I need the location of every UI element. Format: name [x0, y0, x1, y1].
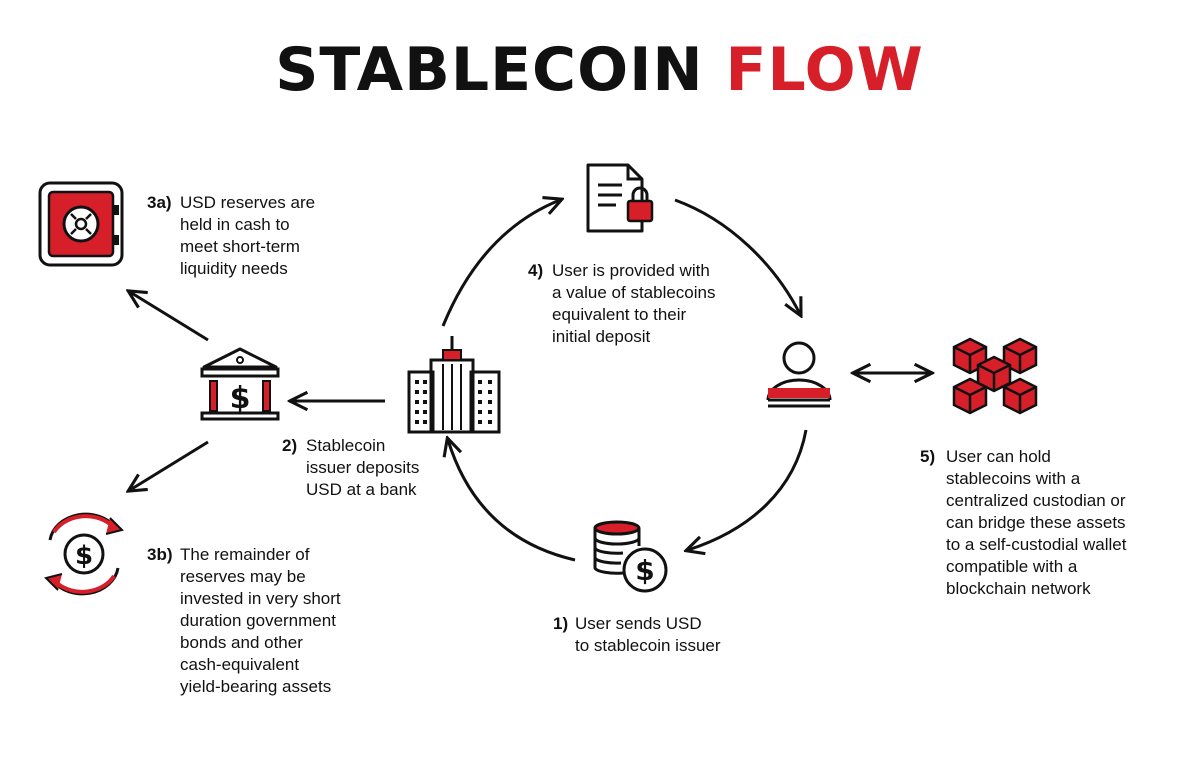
chain-block [952, 377, 988, 415]
step-1-text: User sends USD to stablecoin issuer [575, 614, 721, 655]
arrow-user-to-coins [688, 429, 808, 550]
title-accent: FLOW [725, 35, 924, 105]
arrow-issuer-to-document [441, 200, 560, 327]
issuer-building-icon [407, 336, 501, 434]
cycle-arrows [441, 198, 808, 562]
branch-arrows [130, 292, 930, 490]
step-1: 1) User sends USD to stablecoin issuer [553, 613, 773, 663]
step-2-number: 2) [282, 436, 298, 455]
user-icon [766, 341, 832, 408]
step-5-text: User can hold stablecoins with a central… [946, 447, 1127, 598]
chain-block [1002, 337, 1038, 375]
arrow-coins-to-issuer [448, 440, 576, 562]
safe-icon [38, 181, 124, 267]
step-3b-text: The remainder of reserves may be investe… [180, 545, 341, 696]
step-2: 2) Stablecoin issuer deposits USD at a b… [282, 435, 452, 515]
step-3a: 3a) USD reserves are held in cash to mee… [147, 192, 377, 292]
step-4-number: 4) [528, 261, 544, 280]
chain-block [976, 355, 1012, 393]
blockchain-network-icon [952, 337, 1038, 415]
svg-text:$: $ [635, 554, 654, 587]
step-4: 4) User is provided with a value of stab… [528, 260, 778, 360]
step-3a-number: 3a) [147, 193, 172, 212]
arrow-bank-to-bonds [130, 440, 209, 490]
step-2-text: Stablecoin issuer deposits USD at a bank [306, 436, 420, 499]
bank-icon: $ [200, 347, 280, 421]
arrow-bank-to-safe [130, 292, 209, 342]
chain-block [1002, 377, 1038, 415]
svg-text:$: $ [75, 541, 93, 571]
step-4-text: User is provided with a value of stablec… [552, 261, 716, 346]
step-3b-number: 3b) [147, 545, 173, 564]
svg-text:$: $ [230, 381, 251, 416]
page-title: STABLECOIN FLOW [0, 40, 1199, 100]
title-main: STABLECOIN [275, 35, 704, 105]
dollar-cycle-icon: $ [44, 512, 124, 596]
step-5-number: 5) [920, 447, 936, 466]
step-3b: 3b) The remainder of reserves may be inv… [147, 544, 407, 714]
arrow-document-to-user [674, 198, 800, 314]
locked-document-icon [586, 163, 654, 233]
step-3a-text: USD reserves are held in cash to meet sh… [180, 193, 316, 278]
coin-stack-dollar-icon: $ [593, 520, 668, 593]
step-1-number: 1) [553, 614, 569, 633]
step-5: 5) User can hold stablecoins with a cent… [920, 446, 1190, 616]
